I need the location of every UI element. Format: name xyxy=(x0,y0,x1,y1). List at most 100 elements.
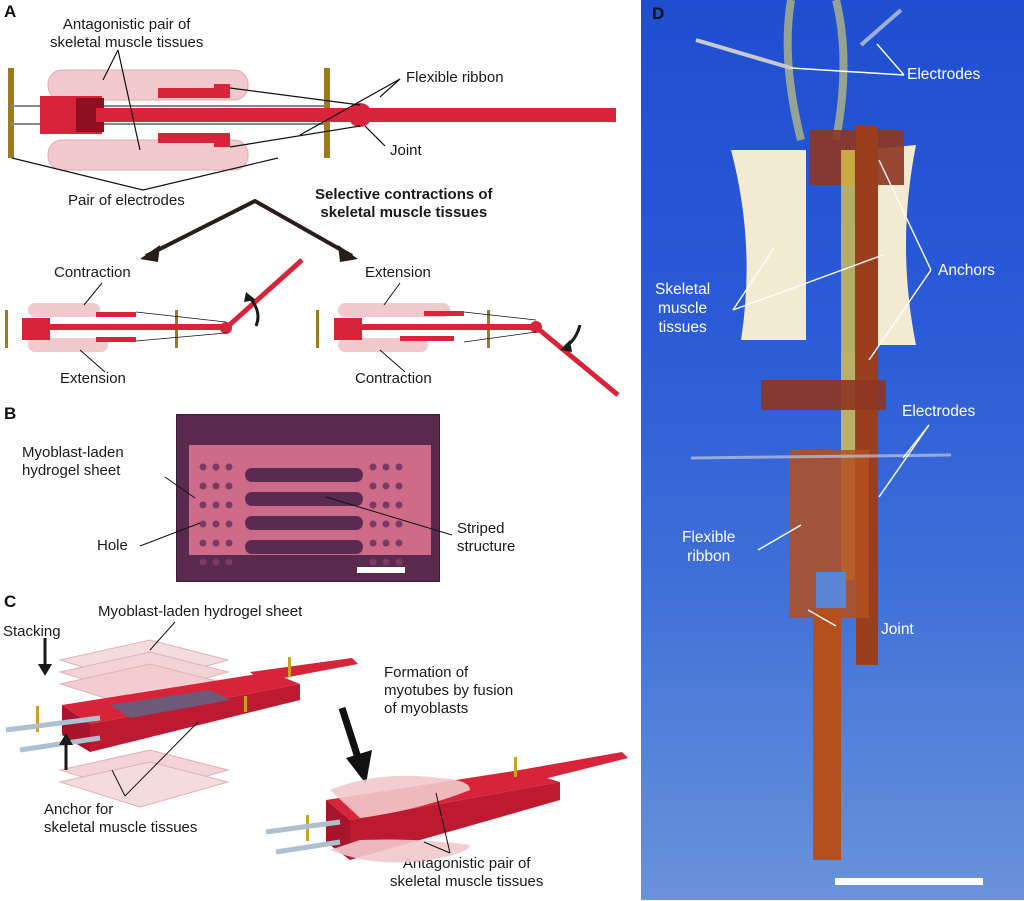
hole xyxy=(199,558,207,566)
holes-right xyxy=(369,463,403,566)
label-line: skeletal muscle tissues xyxy=(50,34,204,51)
device-flexed-up xyxy=(5,258,304,373)
panel-b-sheet-label: Myoblast-laden hydrogel sheet xyxy=(22,444,124,480)
panel-a-selective-title: Selective contractions of skeletal muscl… xyxy=(315,186,493,222)
label-line: structure xyxy=(457,538,516,555)
label-line: skeletal muscle tissues xyxy=(320,204,488,221)
panel-b-hole-label: Hole xyxy=(97,537,128,554)
stripe xyxy=(245,492,363,506)
label-line: Striped xyxy=(457,520,505,537)
hole xyxy=(369,539,377,547)
hole xyxy=(225,463,233,471)
hole xyxy=(199,463,207,471)
panel-d-anchors-label: Anchors xyxy=(938,262,995,279)
electrode-left xyxy=(8,68,14,158)
hole xyxy=(382,558,390,566)
panel-d-electrodes-top-label: Electrodes xyxy=(907,66,981,83)
device-formed xyxy=(265,752,628,863)
label-line: muscle xyxy=(658,300,708,317)
label-line: Flexible xyxy=(682,529,736,546)
panel-a-flexible-ribbon-label: Flexible ribbon xyxy=(406,69,504,86)
hole xyxy=(395,501,403,509)
panel-d-photo xyxy=(641,0,1024,900)
stripe xyxy=(245,468,363,482)
panel-c-antagonistic-label: Antagonistic pair of skeletal muscle tis… xyxy=(390,855,543,891)
hole xyxy=(199,482,207,490)
electrode-top xyxy=(695,38,792,70)
panel-a-right-bottom-label: Contraction xyxy=(355,370,432,387)
panel-a-antagonistic-label: Antagonistic pair of skeletal muscle tis… xyxy=(50,16,203,52)
panel-d-letter: D xyxy=(652,4,665,23)
hole xyxy=(212,482,220,490)
hole xyxy=(369,501,377,509)
panel-a-joint-label: Joint xyxy=(390,142,422,159)
hole xyxy=(225,539,233,547)
hole xyxy=(369,558,377,566)
panel-c-diagram xyxy=(5,621,628,863)
hole xyxy=(212,539,220,547)
panel-a-left-bottom-label: Extension xyxy=(60,370,126,387)
joint xyxy=(348,103,372,127)
panel-d-skeletal-label: Skeletal muscle tissues xyxy=(655,280,710,337)
panel-d-device xyxy=(690,0,983,885)
label-line: skeletal muscle tissues xyxy=(44,819,198,836)
label-line: myotubes by fusion xyxy=(384,682,514,699)
hole xyxy=(199,539,207,547)
electrode-mid xyxy=(690,453,952,460)
label-line: Formation of xyxy=(384,664,469,681)
label-line: hydrogel sheet xyxy=(22,462,121,479)
panel-d-joint-label: Joint xyxy=(881,621,914,638)
label-line: Selective contractions of xyxy=(315,186,493,203)
holes-left xyxy=(199,463,233,566)
hole xyxy=(395,482,403,490)
label-line: ribbon xyxy=(687,548,731,565)
hole xyxy=(395,520,403,528)
hole xyxy=(225,482,233,490)
stripe xyxy=(245,516,363,530)
hole xyxy=(382,482,390,490)
device-stacking xyxy=(5,639,358,808)
hole xyxy=(199,520,207,528)
label-line: tissues xyxy=(658,319,707,336)
hole xyxy=(382,463,390,471)
hole xyxy=(369,463,377,471)
panel-a-left-top-label: Contraction xyxy=(54,264,131,281)
ribbon-tail xyxy=(813,610,841,860)
panel-c-stacking-label: Stacking xyxy=(3,623,61,640)
panel-a-device-diagram xyxy=(5,49,620,397)
hole xyxy=(369,520,377,528)
panel-c-anchor-label: Anchor for skeletal muscle tissues xyxy=(44,801,197,837)
panel-a-right-top-label: Extension xyxy=(365,264,431,281)
label-line: Anchor for xyxy=(44,801,114,818)
panel-b-sheet xyxy=(189,445,431,573)
hole xyxy=(225,501,233,509)
device-flexed-down xyxy=(316,282,620,397)
hole xyxy=(199,501,207,509)
hole xyxy=(395,463,403,471)
label-line: Antagonistic pair of xyxy=(402,855,531,872)
hole xyxy=(395,558,403,566)
panel-b-letter: B xyxy=(4,404,17,423)
panel-a-letter: A xyxy=(4,2,17,21)
label-line: Skeletal xyxy=(655,281,711,298)
scale-bar xyxy=(357,567,405,573)
panel-d-flexible-label: Flexible ribbon xyxy=(682,528,735,566)
muscle-tissue-bottom xyxy=(47,139,249,171)
panel-a-electrodes-label: Pair of electrodes xyxy=(68,192,185,209)
hole xyxy=(212,463,220,471)
hole xyxy=(382,520,390,528)
anchor-bottom xyxy=(761,380,886,410)
label-line: Antagonistic pair of xyxy=(62,16,191,33)
stripe xyxy=(245,540,363,554)
hole xyxy=(395,539,403,547)
anchor-bottom-right xyxy=(158,133,230,143)
hole xyxy=(225,520,233,528)
muscle-tissue-left xyxy=(731,150,806,340)
label-line: of myoblasts xyxy=(384,700,469,717)
panel-c-formation-label: Formation of myotubes by fusion of myobl… xyxy=(384,664,513,718)
split-arrow xyxy=(145,198,353,258)
panel-b-leaders xyxy=(139,476,453,547)
hole xyxy=(225,558,233,566)
panel-c-sheet-label: Myoblast-laden hydrogel sheet xyxy=(98,603,303,620)
hole xyxy=(382,539,390,547)
